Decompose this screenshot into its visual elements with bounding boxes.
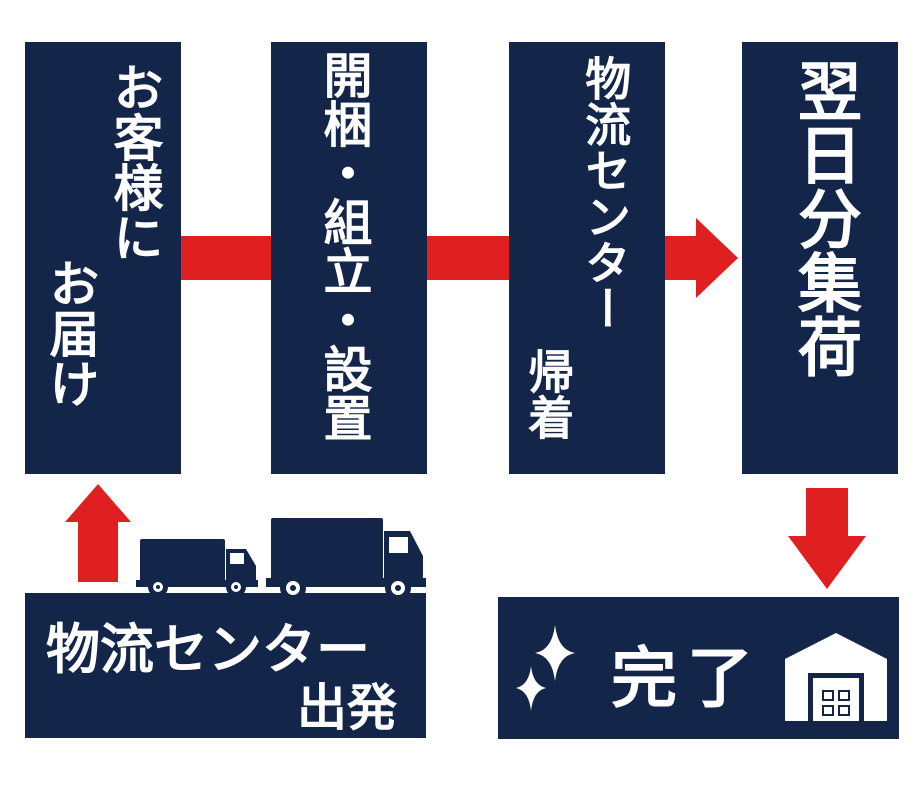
arrow-right-icon — [427, 236, 509, 280]
warehouse-icon — [785, 633, 887, 721]
step-next-day-box — [742, 42, 898, 474]
step-complete-label: 完了 — [611, 640, 763, 717]
step-return-label-line2: 帰着 — [521, 348, 576, 440]
step-depart-box — [25, 593, 426, 738]
arrow-up-icon — [65, 484, 131, 582]
sparkle-icon — [516, 666, 546, 711]
step-return-box — [509, 42, 665, 474]
arrow-right-icon — [665, 218, 738, 298]
step-delivery-label-line2: お届け — [41, 258, 100, 408]
truck-icon — [136, 539, 258, 597]
arrow-down-icon — [788, 488, 866, 589]
step-return-label-line1: 物流センター — [578, 55, 633, 331]
step-depart-label-line2: 出発 — [297, 679, 397, 737]
step-next-day-label: 翌日分集荷 — [787, 58, 861, 378]
step-delivery-box — [25, 42, 181, 474]
step-delivery-label-line1: お客様に — [105, 62, 164, 262]
step-assembly-label: 開梱・組立・設置 — [315, 50, 373, 442]
arrow-right-icon — [181, 236, 271, 280]
step-depart-label-line1: 物流センター — [46, 618, 370, 681]
truck-icon — [266, 518, 426, 601]
sparkle-icon — [535, 625, 575, 681]
step-assembly-box — [271, 42, 427, 474]
